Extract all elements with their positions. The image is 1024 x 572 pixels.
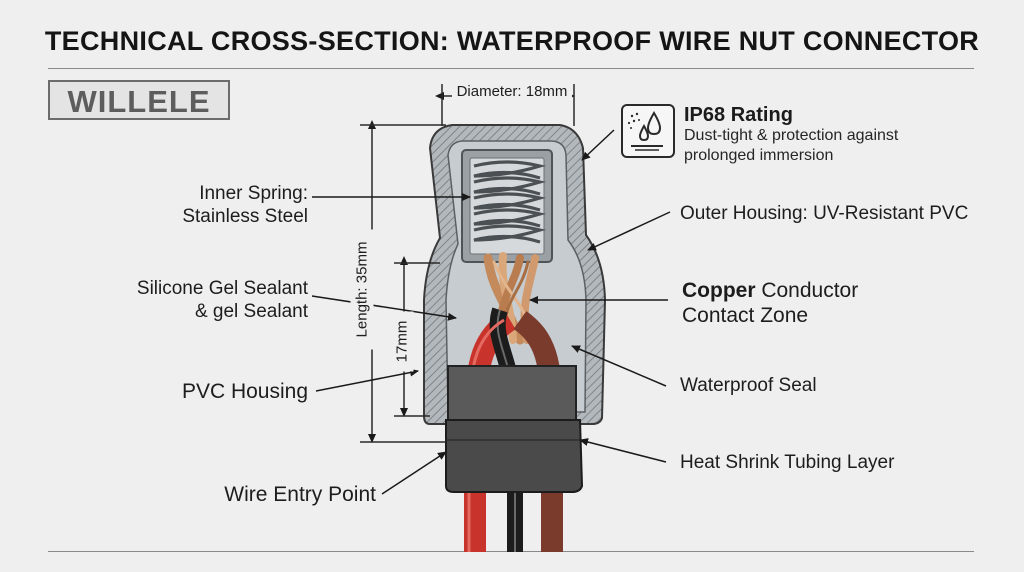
page-title: TECHNICAL CROSS-SECTION: WATERPROOF WIRE… [44, 26, 980, 56]
heat-shrink-boot [445, 419, 584, 493]
waterproof-seal-block [447, 365, 577, 427]
brand-logo: WILLELE [48, 80, 230, 120]
inner-spring-line1: Inner Spring: [199, 183, 308, 204]
length-label: Length: 35mm [350, 229, 374, 350]
silicone-sealant-line2: & gel Sealant [194, 301, 308, 322]
outer-housing-label: Outer Housing: UV-Resistant PVC [680, 203, 969, 224]
heat-shrink-label: Heat Shrink Tubing Layer [680, 452, 895, 473]
diameter-label: Diameter: 18mm [452, 80, 572, 103]
water-drop-dust-icon [621, 104, 675, 158]
leader-lines [311, 129, 671, 495]
ip68-description: Dust-tight & protection against prolonge… [684, 126, 944, 166]
conductor-word: Conductor [755, 279, 859, 302]
inner-spring-label: Inner Spring: Stainless Steel [150, 182, 308, 228]
copper-word: Copper [682, 279, 756, 302]
copper-conductor-label: Copper Conductor Contact Zone [682, 278, 858, 328]
silicone-sealant-label: Silicone Gel Sealant & gel Sealant [120, 277, 308, 323]
silicone-sealant-line1: Silicone Gel Sealant [136, 278, 308, 299]
pvc-housing-label: PVC Housing [181, 380, 308, 403]
depth-label: 17mm [390, 311, 414, 372]
wire-entry-label: Wire Entry Point [224, 483, 376, 506]
inner-spring [473, 160, 547, 244]
ip68-title: IP68 Rating [684, 104, 793, 126]
contact-zone-line: Contact Zone [682, 304, 809, 327]
title-divider [48, 68, 974, 69]
inner-spring-line2: Stainless Steel [182, 206, 308, 227]
waterproof-seal-label: Waterproof Seal [680, 375, 817, 396]
ip68-description-line2: prolonged immersion [684, 147, 834, 164]
ip68-description-line1: Dust-tight & protection against [684, 127, 899, 144]
